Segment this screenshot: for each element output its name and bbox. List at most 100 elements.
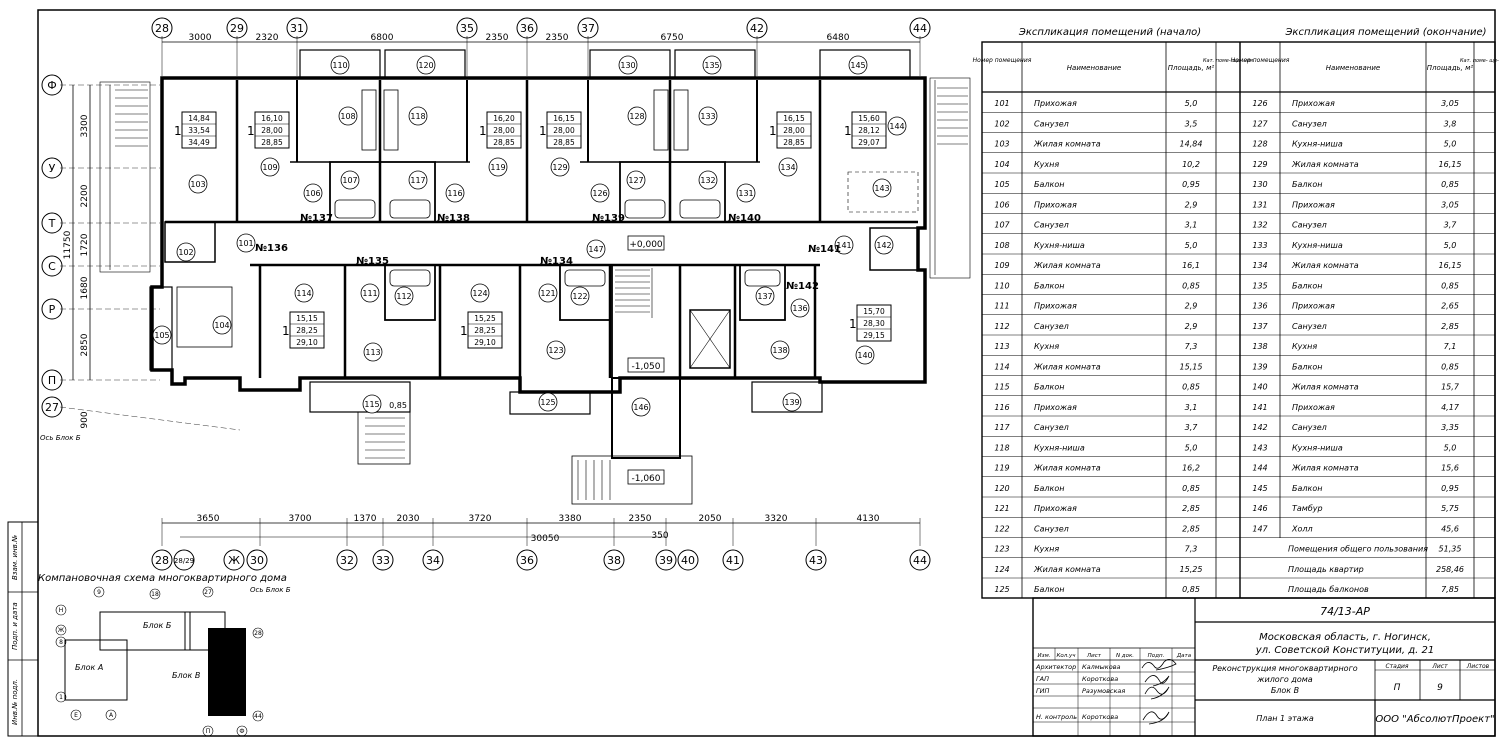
svg-text:114: 114 xyxy=(994,362,1009,371)
room-number: 133 xyxy=(698,106,718,126)
svg-text:Прихожая: Прихожая xyxy=(1292,302,1335,311)
svg-text:Жилая комната: Жилая комната xyxy=(1033,140,1101,149)
apt-room-count: 1 xyxy=(460,324,468,338)
dimension: 2850 xyxy=(80,333,90,356)
scheme-block-b: Блок Б xyxy=(143,621,172,630)
room-number: 117 xyxy=(408,170,428,190)
scheme-block-a: Блок А xyxy=(75,663,103,672)
room-number: 110 xyxy=(330,55,350,75)
apt-area-value: 28,00 xyxy=(553,126,575,135)
dimension: 2350 xyxy=(629,514,652,524)
svg-text:15,15: 15,15 xyxy=(1180,362,1203,371)
scheme-axis: 9 xyxy=(97,589,101,596)
axis-bubble: Р xyxy=(41,298,63,320)
room-number: 104 xyxy=(212,315,232,335)
apt-area-value: 16,15 xyxy=(553,114,575,123)
role: ГИП xyxy=(1036,687,1049,695)
dimension: 3320 xyxy=(765,514,788,524)
col-header: Лист xyxy=(1086,653,1102,659)
svg-text:0,85: 0,85 xyxy=(1182,281,1200,290)
svg-text:2,9: 2,9 xyxy=(1185,322,1198,331)
scheme-axis: Ф xyxy=(239,728,244,735)
dimension: 1680 xyxy=(80,276,90,299)
dimension: 3380 xyxy=(559,514,582,524)
svg-text:146: 146 xyxy=(1252,504,1267,513)
axis-bubble: С xyxy=(41,255,63,277)
apartment-number: №134 xyxy=(540,256,573,267)
axis-bubble: 31 xyxy=(286,17,308,39)
svg-text:0,85: 0,85 xyxy=(1441,362,1459,371)
room-number: 135 xyxy=(702,55,722,75)
svg-text:16,15: 16,15 xyxy=(1439,160,1462,169)
apartment-number: №142 xyxy=(786,281,819,292)
apt-area-value: 15,60 xyxy=(858,114,880,123)
svg-text:135: 135 xyxy=(1252,281,1267,290)
scheme-axis: П xyxy=(206,728,211,735)
svg-text:102: 102 xyxy=(994,119,1009,128)
svg-text:4,17: 4,17 xyxy=(1441,403,1460,412)
apartment-numbers: №136 №137 №138 №139 №140 №135 №134 №141 … xyxy=(255,213,841,292)
svg-text:122: 122 xyxy=(994,524,1009,533)
room-number: 128 xyxy=(627,106,647,126)
svg-text:3,35: 3,35 xyxy=(1441,423,1459,432)
axis-bubble: 38 xyxy=(603,549,625,571)
svg-text:36: 36 xyxy=(520,554,534,567)
dimension: 2350 xyxy=(546,33,569,43)
apt-area-value: 28,00 xyxy=(493,126,515,135)
axis-bubble: 32 xyxy=(336,549,358,571)
axis-note: Ось Блок Б xyxy=(250,586,291,594)
svg-text:132: 132 xyxy=(700,176,715,185)
role-name: Разумовская xyxy=(1082,687,1125,695)
svg-text:Площадь балконов: Площадь балконов xyxy=(1288,585,1369,594)
role-name: Короткова xyxy=(1082,675,1118,683)
scheme-title-text: Компановочная схема многоквартирного дом… xyxy=(38,573,287,584)
company-name: ООО "АбсолютПроект" xyxy=(1375,713,1494,725)
header-name: Наименование xyxy=(1067,64,1121,72)
col-header: Дата xyxy=(1176,653,1192,659)
svg-text:Жилая комната: Жилая комната xyxy=(1291,261,1359,270)
svg-text:2,65: 2,65 xyxy=(1441,302,1459,311)
svg-text:3,05: 3,05 xyxy=(1441,99,1459,108)
svg-text:51,35: 51,35 xyxy=(1439,545,1462,554)
apartment-number: №139 xyxy=(592,213,625,224)
axis-bubble: 28 xyxy=(151,17,173,39)
svg-text:139: 139 xyxy=(784,398,799,407)
room-number: 114 xyxy=(294,283,314,303)
svg-text:Прихожая: Прихожая xyxy=(1292,403,1335,412)
svg-text:41: 41 xyxy=(726,554,740,567)
svg-text:120: 120 xyxy=(418,61,433,70)
svg-text:0,95: 0,95 xyxy=(1182,180,1200,189)
apt-room-count: 1 xyxy=(247,124,255,138)
dimension: 3700 xyxy=(289,514,312,524)
col-header: Изм. xyxy=(1038,653,1051,659)
svg-text:10,2: 10,2 xyxy=(1182,160,1200,169)
apt-area-value: 28,85 xyxy=(783,138,805,147)
svg-text:103: 103 xyxy=(190,180,205,189)
apt-area-value: 34,49 xyxy=(188,138,210,147)
svg-text:3,1: 3,1 xyxy=(1185,403,1198,412)
svg-text:137: 137 xyxy=(757,292,772,301)
svg-text:123: 123 xyxy=(994,545,1009,554)
svg-text:П: П xyxy=(48,374,56,387)
top-dimensions: 3000 2320 6800 2350 2350 6750 6480 xyxy=(189,33,850,43)
apt-area-value: 14,84 xyxy=(188,114,210,123)
svg-text:2,9: 2,9 xyxy=(1185,302,1198,311)
layout-scheme: Компановочная схема многоквартирного дом… xyxy=(38,573,287,737)
room-number: 142 xyxy=(874,235,894,255)
col-header: Кол.уч xyxy=(1056,653,1076,659)
svg-text:111: 111 xyxy=(362,289,377,298)
